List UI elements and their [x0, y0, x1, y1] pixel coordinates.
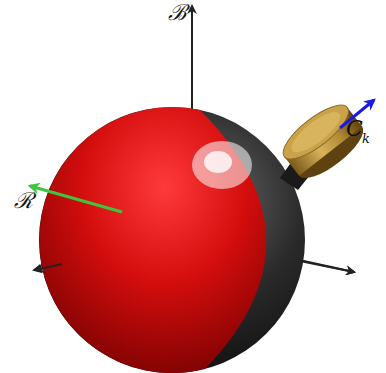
- axis-label: ℬ: [168, 2, 186, 24]
- axis-label: ℛ: [14, 190, 33, 212]
- axis-label: C: [346, 118, 363, 140]
- subscript: k: [362, 132, 370, 145]
